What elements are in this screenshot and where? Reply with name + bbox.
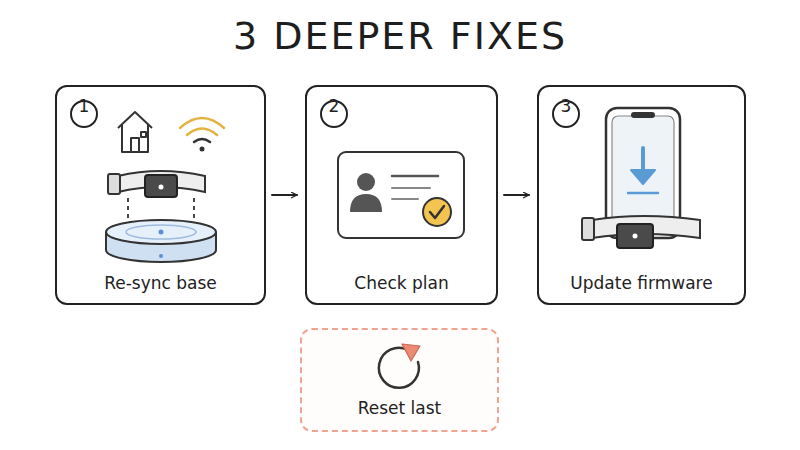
card-line (392, 198, 418, 200)
tracker-device (617, 224, 653, 248)
step-label: Re-sync base (57, 273, 264, 293)
diagram-title: 3 DEEPER FIXES (0, 14, 800, 58)
base-light (159, 230, 164, 235)
collar-buckle (108, 174, 120, 194)
reset-icon (379, 344, 420, 388)
sync-line (193, 198, 195, 226)
house-door (131, 138, 139, 152)
collar-band (118, 171, 205, 192)
download-base (628, 192, 658, 195)
reset-arc (379, 348, 419, 388)
step-box: Update firmware 3 (537, 85, 746, 305)
step-number-circle: 1 (70, 100, 98, 128)
collar-buckle (582, 218, 594, 240)
phone-icon (606, 108, 680, 238)
plan-card (338, 152, 464, 238)
base-station (106, 220, 216, 262)
step-label: Check plan (307, 273, 496, 293)
sync-dashes (128, 198, 194, 226)
base-top (106, 220, 216, 244)
card-outline (338, 152, 464, 238)
tracker-led (159, 185, 164, 190)
house-outline (118, 112, 152, 152)
reset-arrowhead (402, 344, 420, 361)
fallback-box: Reset last (300, 328, 499, 432)
wifi-dot (200, 147, 205, 152)
collar-icon (108, 171, 205, 197)
person-body (350, 194, 382, 212)
phone-body (606, 108, 680, 238)
person-head (357, 173, 375, 191)
house-window (141, 132, 146, 137)
flow-arrow (504, 194, 529, 196)
step-number-circle: 2 (320, 100, 348, 128)
download-arrow-head (631, 170, 655, 184)
wifi-arc (187, 129, 217, 136)
step-box: Re-sync base 1 (55, 85, 266, 305)
card-line (392, 187, 430, 189)
step-number-circle: 3 (552, 100, 580, 128)
callout-number: 3 (554, 96, 578, 116)
step-label: Update firmware (539, 273, 744, 293)
flow-arrow (272, 194, 297, 196)
step-box: Check plan 2 (305, 85, 498, 305)
collar-band (592, 216, 700, 238)
wifi-arc (180, 118, 224, 128)
step-label: Reset last (302, 398, 497, 418)
collar-icon (582, 216, 700, 248)
base-light (159, 254, 163, 258)
tracker-device (145, 175, 177, 197)
card-line (392, 175, 438, 178)
sync-line (127, 198, 129, 226)
phone-notch (631, 112, 655, 118)
tracker-led (633, 234, 638, 239)
callout-number: 1 (72, 96, 96, 116)
base-ring (126, 225, 196, 239)
phone-screen (612, 116, 674, 228)
base-side (106, 232, 216, 262)
check-mark (430, 206, 444, 218)
house-icon (118, 112, 152, 152)
wifi-icon (180, 118, 224, 152)
check-badge (423, 198, 451, 226)
wifi-arc (194, 139, 210, 142)
download-arrow-shaft (641, 148, 645, 178)
callout-number: 2 (322, 96, 346, 116)
